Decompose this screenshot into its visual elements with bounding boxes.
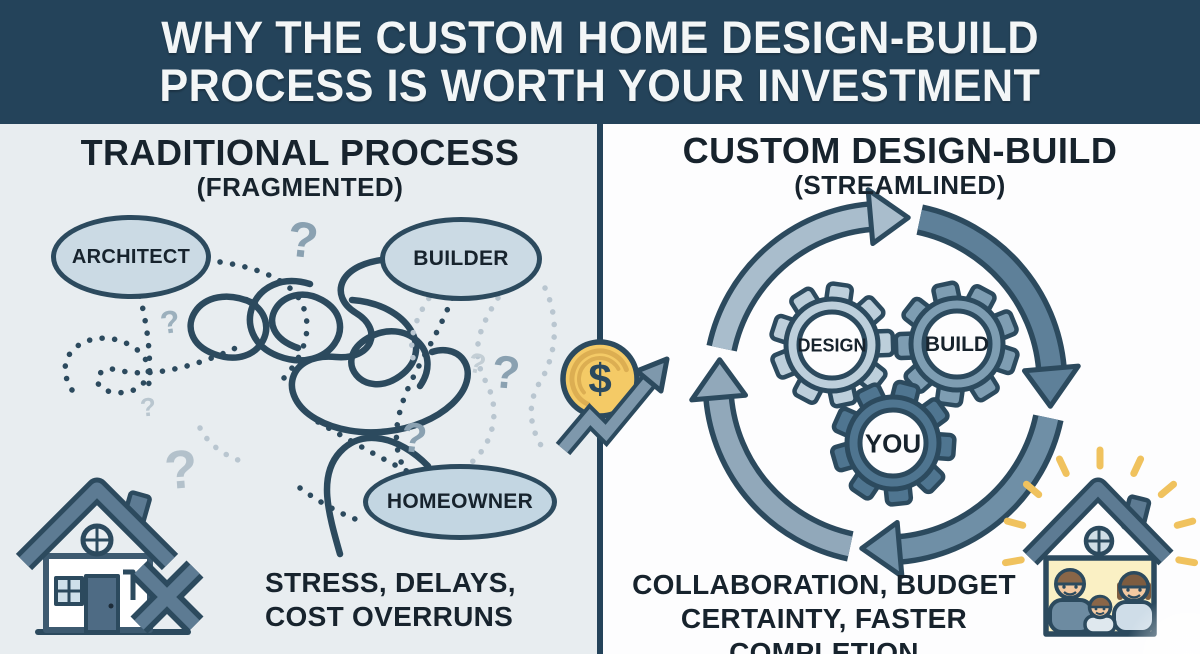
builder-label: BUILDER: [413, 247, 509, 270]
architect-label: ARCHITECT: [71, 245, 191, 268]
question-mark-icon: ?: [489, 344, 523, 400]
traditional-subtitle: (FRAGMENTED): [196, 172, 404, 202]
traditional-caption: STRESS, DELAYS, COST OVERRUNS: [265, 566, 516, 634]
traditional-title: TRADITIONAL PROCESS: [80, 132, 520, 173]
gear-label-you: YOU: [864, 428, 922, 459]
homeowner-label: HOMEOWNER: [386, 490, 534, 513]
main-title-line2: PROCESS IS WORTH YOUR INVESTMENT: [159, 60, 1041, 111]
question-mark-icon: ?: [162, 438, 200, 502]
question-mark-icon: ?: [138, 391, 158, 423]
architect-node: ARCHITECT: [51, 215, 211, 299]
question-mark-icon: ?: [284, 210, 322, 270]
gear-label-design: DESIGN: [797, 335, 867, 356]
design-build-subtitle: (STREAMLINED): [794, 170, 1006, 200]
dollar-sign: $: [588, 355, 612, 403]
traditional-caption-line2: COST OVERRUNS: [265, 601, 514, 632]
design-build-heading: CUSTOM DESIGN-BUILD (STREAMLINED): [600, 130, 1200, 201]
traditional-caption-line1: STRESS, DELAYS,: [265, 567, 516, 598]
design-build-title: CUSTOM DESIGN-BUILD: [682, 130, 1118, 171]
gear-label-build: BUILD: [924, 333, 990, 356]
question-mark-icon: ?: [398, 412, 430, 463]
title-banner: WHY THE CUSTOM HOME DESIGN-BUILD PROCESS…: [0, 0, 1200, 124]
builder-node: BUILDER: [380, 217, 542, 301]
design-build-caption: COLLABORATION, BUDGET CERTAINTY, FASTER …: [598, 568, 1050, 654]
traditional-heading: TRADITIONAL PROCESS (FRAGMENTED): [0, 132, 600, 203]
design-build-caption-line2: CERTAINTY, FASTER COMPLETION: [680, 603, 968, 654]
homeowner-node: HOMEOWNER: [363, 464, 557, 540]
main-title-line1: WHY THE CUSTOM HOME DESIGN-BUILD: [161, 12, 1039, 63]
design-build-caption-line1: COLLABORATION, BUDGET: [632, 569, 1016, 600]
